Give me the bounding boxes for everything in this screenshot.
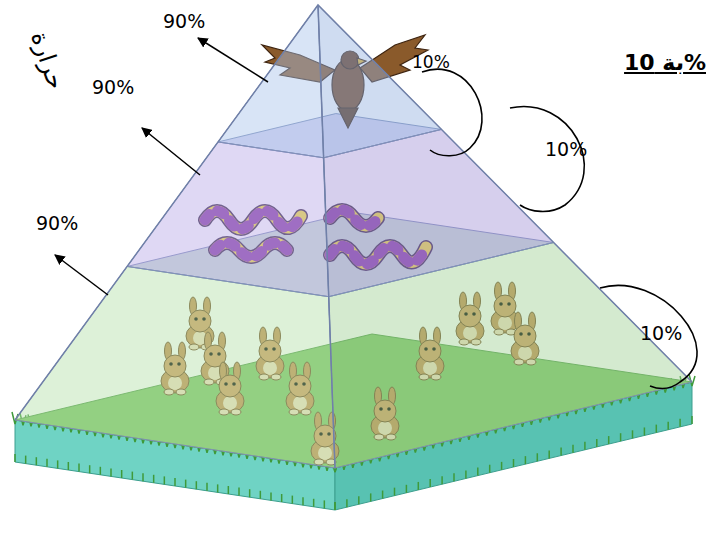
transfer-arc (422, 69, 482, 156)
percent-label: 10% (412, 52, 450, 72)
pyramid-edge (318, 5, 335, 468)
percent-label: 90% (163, 10, 205, 33)
pyramid-face (15, 266, 335, 468)
percent-label: 90% (92, 76, 134, 99)
percent-label: 10% (640, 322, 682, 345)
heat-arrow (198, 38, 268, 82)
heading-label: بة 10% (624, 50, 706, 76)
heat-arrow (55, 255, 108, 295)
heat-arrow (142, 128, 200, 175)
percent-label: 90% (36, 212, 78, 235)
heat-label: حرارة (25, 28, 71, 93)
percent-label: 10% (545, 138, 587, 161)
pyramid-face (218, 5, 324, 158)
pyramid-edge (15, 5, 692, 420)
transfer-arc (600, 285, 697, 388)
pyramid-face (329, 243, 692, 468)
